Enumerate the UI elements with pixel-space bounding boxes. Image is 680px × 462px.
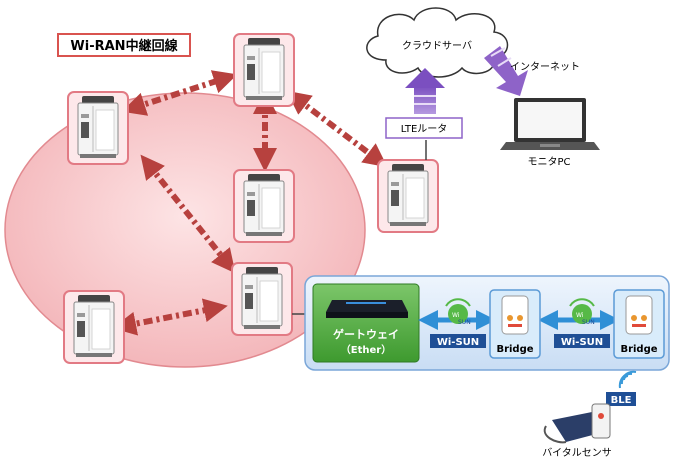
wisun-badge-label-2: Wi-SUN bbox=[561, 337, 603, 348]
gateway-label-line1: ゲートウェイ bbox=[333, 327, 399, 341]
gateway-box: ゲートウェイ （Ether） bbox=[312, 283, 420, 363]
gateway-label-line2: （Ether） bbox=[341, 343, 391, 356]
wisun-logo-icon-2: Wi SUN bbox=[569, 298, 595, 326]
relay-link-d bbox=[140, 154, 236, 274]
wisun-logo-text-wi-2: Wi bbox=[576, 312, 584, 319]
bridge-label-2: Bridge bbox=[620, 344, 657, 355]
wiran-title: Wi-RAN中継回線 bbox=[70, 38, 178, 54]
wisun-logo-text-sun-1: SUN bbox=[458, 319, 471, 326]
ble-badge: BLE bbox=[606, 392, 636, 406]
wiran-title-box: Wi-RAN中継回線 bbox=[57, 33, 191, 57]
vital-sensor-icon bbox=[543, 403, 611, 444]
lte-router-label: LTEルータ bbox=[401, 123, 448, 135]
gateway-device-icon bbox=[326, 300, 408, 312]
wisun-badge-1: Wi-SUN bbox=[430, 334, 486, 348]
relay-unit-bottom-center bbox=[231, 262, 293, 336]
monitor-label: モニタPC bbox=[527, 156, 570, 168]
bridge-label-1: Bridge bbox=[496, 344, 533, 355]
laptop-icon bbox=[500, 98, 600, 150]
lte-up-arrow bbox=[405, 68, 445, 114]
internet-label: インターネット bbox=[510, 61, 580, 73]
lte-router-box: LTEルータ bbox=[385, 117, 463, 139]
relay-unit-top bbox=[233, 33, 295, 107]
bridge-device-icon-2 bbox=[625, 295, 653, 335]
relay-unit-center bbox=[233, 169, 295, 243]
relay-unit-right bbox=[377, 159, 439, 233]
relay-unit-left bbox=[67, 91, 129, 165]
internet-arrow: インターネット bbox=[484, 46, 580, 96]
ble-label: BLE bbox=[611, 395, 632, 406]
ble-signal-icon bbox=[618, 370, 637, 389]
wisun-badge-label-1: Wi-SUN bbox=[437, 337, 479, 348]
wisun-badge-2: Wi-SUN bbox=[554, 334, 610, 348]
relay-link-a bbox=[121, 70, 238, 116]
relay-link-e bbox=[112, 298, 228, 336]
wisun-logo-text-wi-1: Wi bbox=[452, 312, 460, 319]
vital-sensor-label: バイタルセンサ bbox=[542, 447, 612, 459]
relay-link-c bbox=[286, 90, 388, 168]
relay-unit-bottom-left bbox=[63, 290, 125, 364]
bridge-device-icon-1 bbox=[501, 295, 529, 335]
wisun-logo-icon-1: Wi SUN bbox=[445, 298, 471, 326]
bridge-box-2: Bridge bbox=[613, 289, 665, 359]
bridge-box-1: Bridge bbox=[489, 289, 541, 359]
cloud-icon: クラウドサーバ bbox=[366, 7, 509, 78]
wisun-logo-text-sun-2: SUN bbox=[582, 319, 595, 326]
relay-links bbox=[112, 70, 388, 336]
cloud-label: クラウドサーバ bbox=[402, 40, 472, 52]
